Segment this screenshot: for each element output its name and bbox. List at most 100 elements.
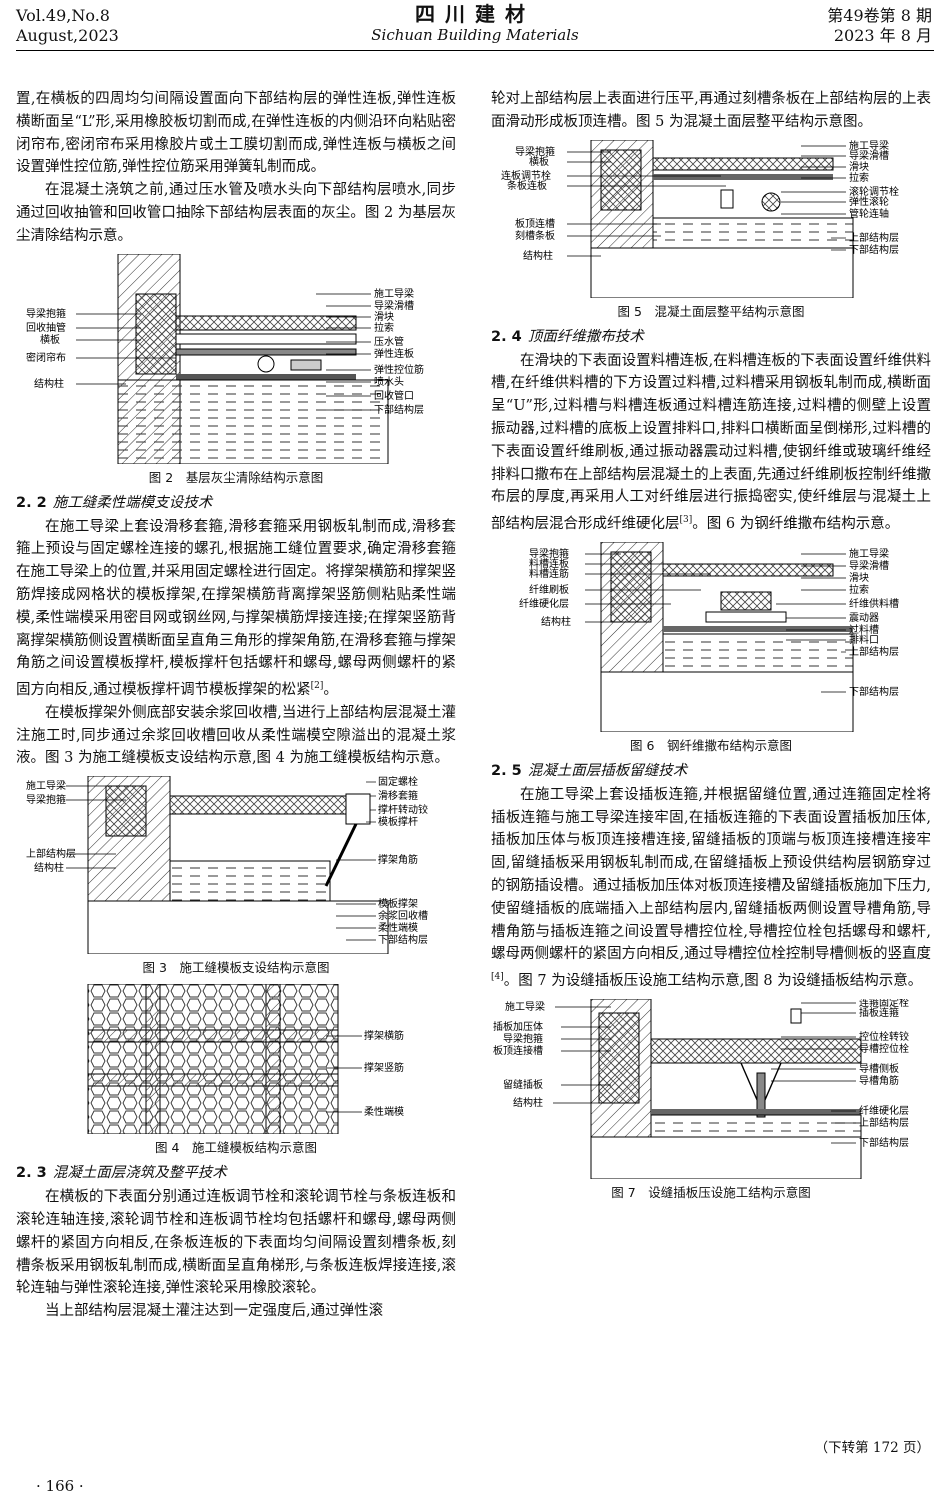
fig3-label: 模板撑架 <box>378 897 418 910</box>
issue-text: 第49卷第 8 期 <box>827 6 932 25</box>
fig5-label: 下部结构层 <box>849 243 899 256</box>
figure-6-caption: 图 6 钢纤维撒布结构示意图 <box>630 737 792 753</box>
fig5-label: 条板连板 <box>507 179 547 192</box>
section-number: 2. 4 <box>491 328 522 345</box>
figure-7-caption: 图 7 设缝插板压设施工结构示意图 <box>611 1184 811 1200</box>
fig2-label: 回收抽管 <box>26 321 66 334</box>
fig2-label: 滑块 <box>374 311 394 323</box>
citation: [3] <box>679 515 693 526</box>
fig5-label: 管轮连轴 <box>849 207 889 220</box>
fig2-label: 压水管 <box>374 335 404 348</box>
figure-3-diagram: 施工导梁 导梁抱箍 上部结构层 结构柱 固定螺栓 滑移套箍 撑杆转动铰 模板撑杆… <box>26 776 428 955</box>
fig7-label: 纤维硬化层 <box>859 1104 909 1117</box>
figure-7: 施工导梁 插板加压体 导梁抱箍 板顶连接槽 留缝插板 结构柱 连箍固定栓 插板连… <box>491 998 931 1203</box>
journal-volume: Vol.49,No.8 August,2023 <box>16 6 119 46</box>
fig5-label: 滚轮调节栓 <box>849 185 899 198</box>
fig7-label: 板顶连接槽 <box>493 1044 543 1057</box>
paragraph: 当上部结构层混凝土灌注达到一定强度后,通过弹性滚 <box>45 1303 384 1320</box>
fig7-label: 下部结构层 <box>859 1136 909 1149</box>
paragraph-text: 。图 7 为设缝插板压设施工结构示意,图 8 为设缝插板结构示意。 <box>503 973 923 989</box>
fig2-label: 密闭帘布 <box>26 351 66 364</box>
fig3-label: 结构柱 <box>34 861 64 874</box>
fig2-label: 横板 <box>40 333 60 346</box>
fig6-label: 料槽连筋 <box>529 567 569 580</box>
left-column: 置,在横板的四周均匀间隔设置面向下部结构层的弹性连板,弹性连板横断面呈“L”形,… <box>16 88 456 1323</box>
fig7-label: 导槽角筋 <box>859 1074 899 1087</box>
figure-5-caption: 图 5 混凝土面层整平结构示意图 <box>617 303 805 319</box>
figure-3-caption: 图 3 施工缝模板支设结构示意图 <box>142 960 330 976</box>
fig6-label: 施工导梁 <box>849 547 889 560</box>
fig6-label: 结构柱 <box>541 615 571 628</box>
fig5-label: 滑块 <box>849 161 869 173</box>
paragraph: 置,在横板的四周均匀间隔设置面向下部结构层的弹性连板,弹性连板横断面呈“L”形,… <box>16 91 456 176</box>
fig3-label: 固定螺栓 <box>378 776 418 788</box>
paragraph: 在施工导梁上套设滑移套箍,滑移套箍采用钢板轧制而成,滑移套箍上预设与固定螺栓连接… <box>16 516 456 702</box>
fig6-label: 导梁抱箍 <box>529 547 569 560</box>
fig6-label: 震动器 <box>849 612 879 624</box>
fig7-label: 控位栓转铰 <box>859 1030 909 1043</box>
fig5-label: 施工导梁 <box>849 140 889 152</box>
fig2-label: 回收管口 <box>374 389 414 402</box>
fig2-label: 弹性连板 <box>374 347 414 360</box>
journal-logo: 四川建材 <box>415 2 535 26</box>
fig5-label: 上部结构层 <box>849 231 899 244</box>
fig2-label: 导梁抱箍 <box>26 307 66 320</box>
fig3-label: 柔性端模 <box>378 921 418 934</box>
fig6-label: 纤维供料槽 <box>849 597 899 610</box>
fig6-label: 纤维硬化层 <box>519 597 569 610</box>
paragraph: 在滑块的下表面设置料槽连板,在料槽连板的下表面设置纤维供料槽,在纤维供料槽的下方… <box>491 350 931 536</box>
fig5-label: 结构柱 <box>523 249 553 262</box>
section-number: 2. 2 <box>16 494 47 511</box>
fig3-label: 余浆回收槽 <box>378 909 428 922</box>
fig6-label: 过料槽 <box>849 623 879 636</box>
fig5-label: 连板调节栓 <box>501 169 551 182</box>
figure-2-caption: 图 2 基层灰尘清除结构示意图 <box>148 469 324 485</box>
paragraph-text: 在施工导梁上套设插板连箍,并根据留缝位置,通过连箍固定栓将插板连箍与施工导梁连接… <box>491 786 931 963</box>
fig4-label: 柔性端模 <box>364 1105 404 1118</box>
section-title: 顶面纤维撒布技术 <box>527 328 644 345</box>
citation: [2] <box>310 681 324 692</box>
paragraph: 在模板撑架外侧底部安装余浆回收槽,当进行上部结构层混凝土灌注施工时,同步通过余浆… <box>16 704 456 767</box>
figure-2: 导梁抱箍 回收抽管 横板 密闭帘布 结构柱 施工导梁 导梁滑槽 滑块 拉索 压水… <box>16 253 456 488</box>
fig5-label: 刻槽条板 <box>515 229 555 242</box>
section-number: 2. 3 <box>16 1165 47 1182</box>
figure-5: 导梁抱箍 横板 连板调节栓 条板连板 板顶连槽 刻槽条板 结构柱 施工导梁 导梁… <box>491 139 931 322</box>
fig6-label: 纤维刷板 <box>529 583 569 596</box>
section-number: 2. 5 <box>491 762 522 779</box>
fig6-label: 排料口 <box>849 633 879 646</box>
fig5-label: 导梁滑槽 <box>849 149 889 162</box>
date-text: August,2023 <box>16 26 119 45</box>
fig6-label: 料槽连板 <box>529 557 569 570</box>
fig4-label: 撑架竖筋 <box>364 1061 404 1074</box>
citation: [4] <box>491 972 504 983</box>
continued-note: （下转第 172 页） <box>814 1440 930 1456</box>
fig6-label: 导梁滑槽 <box>849 559 889 572</box>
figure-6: 导梁抱箍 料槽连板 料槽连筋 纤维刷板 纤维硬化层 结构柱 施工导梁 导梁滑槽 … <box>491 541 931 756</box>
fig3-label: 模板撑杆 <box>378 815 418 828</box>
fig7-label: 留缝插板 <box>503 1078 543 1091</box>
date-cn-text: 2023 年 8 月 <box>833 26 932 45</box>
figure-3: 施工导梁 导梁抱箍 上部结构层 结构柱 固定螺栓 滑移套箍 撑杆转动铰 模板撑杆… <box>16 776 456 978</box>
journal-issue: 第49卷第 8 期 2023 年 8 月 <box>827 6 932 46</box>
fig2-label: 喷水头 <box>374 376 404 388</box>
fig3-label: 施工导梁 <box>26 779 66 792</box>
fig6-label: 拉索 <box>849 583 869 596</box>
page-number: · 166 · <box>36 1477 84 1495</box>
section-title: 混凝土面层插板留缝技术 <box>527 762 688 779</box>
fig7-label: 导槽控位栓 <box>859 1042 909 1055</box>
fig5-label: 弹性滚轮 <box>849 195 889 208</box>
section-heading: 2. 2 施工缝柔性端模支设技术 <box>16 492 456 514</box>
fig7-label: 插板连箍 <box>859 1006 899 1019</box>
fig4-label: 撑架横筋 <box>364 1029 404 1042</box>
fig2-label: 拉索 <box>374 321 394 334</box>
figure-5-diagram: 导梁抱箍 横板 连板调节栓 条板连板 板顶连槽 刻槽条板 结构柱 施工导梁 导梁… <box>501 139 899 298</box>
journal-english-title: Sichuan Building Materials <box>371 26 579 44</box>
paragraph-text: 在施工导梁上套设滑移套箍,滑移套箍采用钢板轧制而成,滑移套箍上预设与固定螺栓连接… <box>16 518 456 698</box>
figure-4-diagram: 撑架横筋 撑架竖筋 柔性端模 <box>87 984 404 1135</box>
figure-4: 撑架横筋 撑架竖筋 柔性端模 图 4 施工缝模板结构示意图 <box>16 984 456 1158</box>
fig3-label: 导梁抱箍 <box>26 793 66 806</box>
section-title: 施工缝柔性端模支设技术 <box>52 494 213 511</box>
fig5-label: 拉索 <box>849 171 869 184</box>
fig6-label: 下部结构层 <box>849 685 899 698</box>
header-rule <box>16 50 934 51</box>
